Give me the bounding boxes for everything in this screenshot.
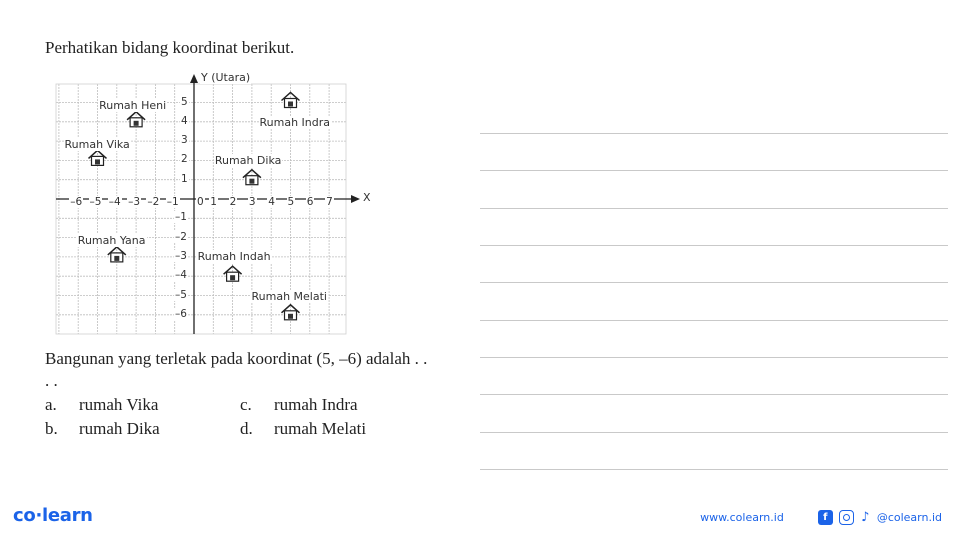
tiktok-icon[interactable]: ♪ — [861, 510, 870, 525]
x-tick-label: 5 — [286, 196, 296, 208]
x-tick-label: 7 — [325, 196, 334, 208]
x-tick-label: 0 — [196, 196, 205, 208]
option-letter: a. — [45, 395, 57, 414]
house-icon — [107, 245, 127, 263]
house-icon — [126, 110, 146, 128]
x-tick-label: –2 — [146, 196, 161, 208]
y-tick-label: –1 — [174, 211, 188, 224]
option-letter: c. — [240, 395, 252, 414]
option-text: rumah Indra — [274, 395, 358, 414]
answer-line — [480, 170, 948, 171]
y-tick-label: –5 — [174, 288, 188, 301]
grid-border — [55, 83, 347, 335]
facebook-icon[interactable]: f — [817, 510, 833, 525]
y-tick-label: 2 — [180, 153, 189, 166]
question-stem: Bangunan yang terletak pada koordinat (5… — [45, 349, 428, 390]
house-icon — [281, 303, 300, 321]
social-handle[interactable]: @colearn.id — [876, 511, 942, 524]
x-tick-label: –5 — [88, 196, 103, 208]
answer-line — [480, 469, 948, 470]
x-axis-label: X — [362, 191, 372, 204]
house-label: Rumah Indah — [196, 249, 272, 263]
x-tick-label: 2 — [228, 196, 238, 208]
y-axis-label: Y (Utara) — [200, 71, 252, 84]
house-label: Rumah Indra — [258, 115, 332, 129]
answer-line — [480, 394, 948, 395]
house-icon — [281, 91, 300, 109]
website-link[interactable]: www.colearn.id — [700, 511, 784, 524]
option-text: rumah Dika — [79, 419, 160, 438]
instagram-icon[interactable] — [838, 510, 854, 525]
x-tick-label: –1 — [165, 196, 180, 208]
y-tick-label: 3 — [180, 134, 189, 147]
x-tick-label: 3 — [247, 196, 257, 208]
option-a[interactable]: a. rumah Vika — [45, 395, 158, 415]
answer-line — [480, 245, 948, 246]
answer-line — [480, 357, 948, 358]
y-axis-arrow — [190, 74, 198, 83]
answer-line — [480, 133, 948, 134]
option-c[interactable]: c. rumah Indra — [240, 395, 358, 415]
colearn-logo: co·learn — [13, 505, 93, 526]
house-label: Rumah Melati — [250, 289, 328, 303]
x-tick-label: 6 — [305, 196, 315, 208]
brand-part2: learn — [41, 505, 93, 526]
answer-line — [480, 208, 948, 209]
option-text: rumah Vika — [79, 395, 159, 414]
x-tick-label: 4 — [267, 196, 276, 208]
y-tick-label: –3 — [174, 249, 188, 262]
option-letter: b. — [45, 419, 58, 438]
answer-line — [480, 282, 948, 283]
y-tick-label: –2 — [174, 230, 188, 243]
x-tick-label: –4 — [107, 196, 122, 208]
answer-line — [480, 320, 948, 321]
footer-links: www.colearn.id f ♪ @colearn.id — [700, 510, 942, 525]
option-text: rumah Melati — [274, 419, 367, 438]
y-tick-label: –4 — [174, 269, 188, 282]
house-label: Rumah Dika — [213, 154, 283, 168]
house-label: Rumah Vika — [63, 138, 131, 152]
house-icon — [88, 149, 107, 167]
x-tick-label: –3 — [127, 196, 142, 208]
option-letter: d. — [240, 419, 253, 438]
y-tick-label: 1 — [180, 172, 189, 185]
option-b[interactable]: b. rumah Dika — [45, 419, 160, 439]
option-d[interactable]: d. rumah Melati — [240, 419, 366, 439]
y-tick-label: 4 — [180, 114, 189, 127]
house-icon — [223, 265, 243, 282]
y-tick-label: 5 — [180, 95, 189, 108]
brand-part1: co — [13, 505, 36, 526]
x-tick-label: 1 — [209, 196, 218, 208]
y-tick-label: –6 — [174, 307, 188, 320]
question-title: Perhatikan bidang koordinat berikut. — [45, 38, 295, 57]
house-icon — [242, 168, 262, 186]
answer-line — [480, 432, 948, 433]
house-label: Rumah Yana — [76, 233, 147, 247]
x-axis-arrow — [351, 195, 360, 203]
x-tick-label: –6 — [69, 196, 84, 208]
brand-dot: · — [35, 505, 42, 526]
house-label: Rumah Heni — [98, 98, 168, 112]
